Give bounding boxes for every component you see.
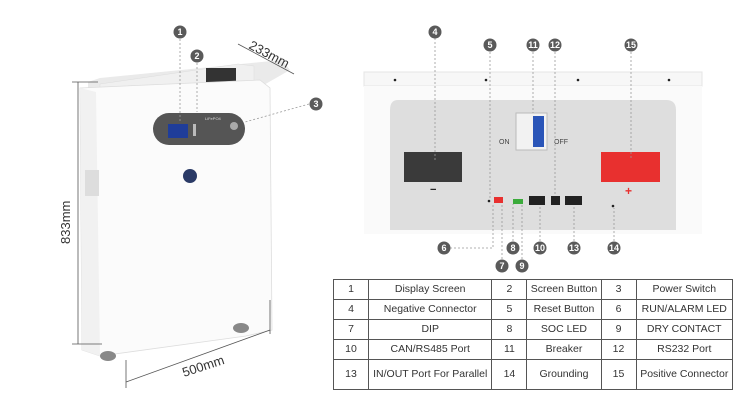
chemistry-label: LiFePO4: [205, 116, 222, 121]
control-panel: [153, 113, 245, 145]
item-label: RS232 Port: [635, 339, 734, 360]
svg-text:5: 5: [487, 40, 492, 50]
svg-text:6: 6: [441, 243, 446, 253]
can-rs485-port[interactable]: [529, 196, 545, 205]
item-number: 4: [333, 299, 369, 320]
item-number: 13: [333, 359, 369, 390]
svg-text:10: 10: [535, 243, 545, 253]
callout-2: 2: [190, 49, 204, 63]
callout-15: 15: [624, 38, 638, 52]
item-number: 5: [491, 299, 528, 320]
svg-text:9: 9: [519, 261, 524, 271]
callout-10: 10: [533, 241, 547, 255]
handle: [85, 170, 99, 196]
item-label: DRY CONTACT: [635, 319, 734, 340]
item-label: Negative Connector: [367, 299, 493, 320]
item-number: 3: [600, 279, 637, 300]
grounding-point: [611, 204, 615, 208]
item-number: 14: [491, 359, 528, 390]
item-label: IN/OUT Port For Parallel: [367, 359, 493, 390]
item-label: Grounding: [526, 359, 602, 390]
svg-text:2: 2: [194, 51, 199, 61]
item-number: 10: [333, 339, 369, 360]
item-label: Display Screen: [367, 279, 493, 300]
item-label: RUN/ALARM LED: [635, 299, 734, 320]
callout-8: 8: [506, 241, 520, 255]
item-number: 8: [491, 319, 528, 340]
breaker-off-label: OFF: [554, 139, 568, 146]
power-switch[interactable]: [230, 122, 238, 130]
battery-front-view: LiFePO4 833mm 500mm 233mm: [58, 37, 295, 388]
item-label: DIP: [367, 319, 493, 340]
callout-4: 4: [428, 25, 442, 39]
dip-switch[interactable]: [494, 197, 503, 203]
svg-text:11: 11: [528, 40, 538, 50]
positive-connector[interactable]: [601, 152, 660, 182]
svg-text:14: 14: [609, 243, 619, 253]
callout-9: 9: [515, 259, 529, 273]
callout-1: 1: [173, 25, 187, 39]
callout-13: 13: [567, 241, 581, 255]
svg-text:8: 8: [510, 243, 515, 253]
item-number: 1: [333, 279, 369, 300]
dry-contact[interactable]: [513, 199, 523, 204]
callout-11: 11: [526, 38, 540, 52]
soc-led-bar: [193, 124, 196, 136]
callout-14: 14: [607, 241, 621, 255]
display-screen[interactable]: [168, 124, 188, 138]
item-number: 11: [491, 339, 528, 360]
item-number: 9: [600, 319, 637, 340]
negative-sign: −: [430, 184, 436, 196]
parallel-port[interactable]: [565, 196, 582, 205]
item-label: Reset Button: [526, 299, 602, 320]
svg-text:4: 4: [432, 27, 437, 37]
svg-text:3: 3: [313, 99, 318, 109]
brand-logo: [183, 169, 197, 183]
callout-6: 6: [437, 241, 451, 255]
item-number: 12: [600, 339, 637, 360]
item-label: CAN/RS485 Port: [367, 339, 493, 360]
width-dimension: 500mm: [180, 352, 226, 380]
rs232-port[interactable]: [551, 196, 560, 205]
item-number: 7: [333, 319, 369, 340]
svg-text:7: 7: [499, 261, 504, 271]
callout-7: 7: [495, 259, 509, 273]
callout-5: 5: [483, 38, 497, 52]
item-label: Screen Button: [526, 279, 602, 300]
reset-button[interactable]: [487, 199, 491, 203]
item-number: 15: [600, 359, 637, 390]
svg-text:1: 1: [177, 27, 182, 37]
callout-3: 3: [309, 97, 323, 111]
callout-12: 12: [548, 38, 562, 52]
negative-connector[interactable]: [404, 152, 462, 182]
svg-text:12: 12: [550, 40, 560, 50]
item-label: SOC LED: [526, 319, 602, 340]
positive-sign: +: [625, 184, 632, 198]
height-dimension: 833mm: [58, 201, 73, 244]
battery-top-panel-view: ON OFF − +: [179, 38, 703, 259]
item-number: 2: [491, 279, 528, 300]
item-label: Breaker: [526, 339, 602, 360]
svg-text:15: 15: [626, 40, 636, 50]
item-label: Power Switch: [635, 279, 734, 300]
svg-text:13: 13: [569, 243, 579, 253]
item-label: Positive Connector: [635, 359, 734, 390]
breaker-on-label: ON: [499, 139, 510, 146]
recess: [390, 100, 676, 230]
item-number: 6: [600, 299, 637, 320]
